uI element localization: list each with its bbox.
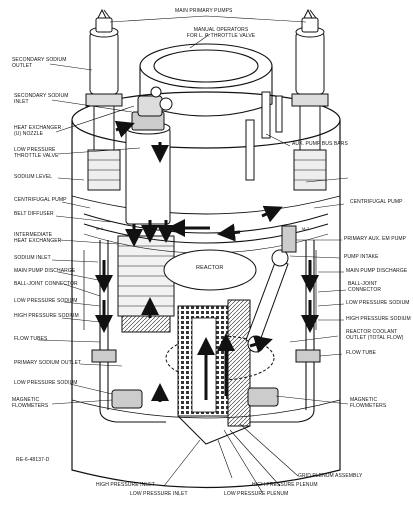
label-ball-joint-connector-right: BALL-JOINT CONNECTOR [348, 281, 382, 293]
throttle-valve-assembly [137, 86, 283, 181]
label-heat-exchanger-nozzle-line2: (U) NOZZLE [14, 130, 44, 137]
label-intermediate-heat-exchanger-line1: INTERMEDIATE [14, 232, 53, 238]
label-flow-tubes: FLOW TUBES [14, 336, 48, 342]
label-low-pressure-plenum: LOW PRESSURE PLENUM [224, 491, 289, 497]
main-primary-pump-m2 [291, 8, 329, 191]
label-pump-m1: M-1 [96, 226, 104, 231]
label-sodium-level: SODIUM LEVEL [14, 174, 53, 180]
label-low-pressure-sodium-right: LOW PRESSURE SODIUM [346, 300, 410, 306]
label-belt-diffuser: BELT DIFFUSER [14, 211, 54, 217]
label-main-primary-pumps: MAIN PRIMARY PUMPS [175, 8, 233, 14]
label-reactor-coolant-outlet-line1: REACTOR COOLANT [346, 329, 398, 335]
main-primary-pump-m1 [85, 8, 123, 191]
label-intermediate-heat-exchanger: INTERMEDIATE HEAT EXCHANGER [14, 232, 62, 244]
leader-lines [37, 15, 349, 493]
label-low-pressure-throttle-valve-line2: THROTTLE VALVE [14, 152, 59, 159]
label-low-pressure-sodium-left: LOW PRESSURE SODIUM [14, 298, 78, 304]
label-primary-aux-em-pump: PRIMARY AUX. EM PUMP [344, 236, 407, 242]
label-flow-tube: FLOW TUBE [346, 350, 376, 356]
label-manual-operators-line1: MANUAL OPERATORS [193, 27, 249, 33]
label-low-pressure-throttle-valve-line1: LOW PRESSURE [14, 147, 56, 153]
label-heat-exchanger-nozzle-line1: HEAT EXCHANGER [14, 125, 62, 131]
label-manual-operators-line2: FOR L. P. THROTTLE VALVE [186, 32, 256, 39]
label-secondary-sodium-outlet-line1: SECONDARY SODIUM [12, 57, 67, 63]
label-high-pressure-inlet: HIGH PRESSURE INLET [96, 482, 155, 488]
label-secondary-sodium-outlet: SECONDARY SODIUM OUTLET [12, 57, 67, 69]
label-aux-pump-bus-bars: AUX. PUMP BUS BARS [292, 141, 348, 147]
label-grid-plenum-assembly: GRID PLENUM ASSEMBLY [298, 473, 363, 479]
label-secondary-sodium-inlet-line1: SECONDARY SODIUM [14, 93, 69, 99]
label-secondary-sodium-inlet-line2: INLET [14, 98, 29, 105]
label-secondary-sodium-inlet: SECONDARY SODIUM INLET [14, 93, 69, 105]
flow-arrows [95, 120, 319, 402]
label-pump-intake: PUMP INTAKE [344, 254, 379, 260]
label-ball-joint-connector-right-line1: BALL-JOINT [348, 281, 378, 287]
ball-joint-connector [245, 225, 297, 353]
label-magnetic-flowmeters-right: MAGNETIC FLOWMETERS [350, 397, 387, 409]
label-ball-joint-connector-right-line2: CONNECTOR [348, 286, 382, 293]
label-primary-sodium-outlet: PRIMARY SODIUM OUTLET [14, 360, 82, 366]
label-low-pressure-inlet: LOW PRESSURE INLET [130, 491, 188, 497]
label-centrifugal-pump-left: CENTRIFUGAL PUMP [14, 197, 67, 203]
label-reactor-coolant-outlet-line2: OUTLET (TOTAL FLOW) [346, 334, 404, 341]
label-ball-joint-connector-left: BALL-JOINT CONNECTOR [14, 281, 78, 287]
label-low-pressure-throttle-valve: LOW PRESSURE THROTTLE VALVE [14, 147, 59, 159]
label-high-pressure-sodium-right: HIGH PRESSURE SODIUM [346, 316, 411, 322]
label-pump-m2: M-2 [302, 226, 310, 231]
label-reactor: REACTOR [196, 265, 224, 271]
label-magnetic-flowmeters-right-line1: MAGNETIC [350, 397, 378, 403]
label-low-pressure-sodium-left2: LOW PRESSURE SODIUM [14, 380, 78, 386]
label-reactor-coolant-outlet: REACTOR COOLANT OUTLET (TOTAL FLOW) [346, 329, 404, 341]
magnetic-flowmeters [91, 349, 321, 409]
label-manual-operators: MANUAL OPERATORS FOR L. P. THROTTLE VALV… [180, 27, 262, 39]
label-high-pressure-plenum: HIGH PRESSURE PLENUM [252, 482, 318, 488]
label-drawing-number: RE-6-48137-D [16, 457, 50, 463]
label-magnetic-flowmeters-right-line2: FLOWMETERS [350, 402, 387, 409]
grid-plenum-assembly [177, 299, 251, 445]
label-centrifugal-pump-right: CENTRIFUGAL PUMP [350, 199, 403, 205]
label-magnetic-flowmeters-left-line2: FLOWMETERS [12, 402, 49, 409]
label-main-pump-discharge-right: MAIN PUMP DISCHARGE [346, 268, 408, 274]
label-heat-exchanger-nozzle: HEAT EXCHANGER (U) NOZZLE [14, 125, 62, 137]
label-secondary-sodium-outlet-line2: OUTLET [12, 62, 33, 69]
label-magnetic-flowmeters-left-line1: MAGNETIC [12, 397, 40, 403]
label-sodium-inlet: SODIUM INLET [14, 255, 51, 261]
label-high-pressure-sodium-left: HIGH PRESSURE SODIUM [14, 313, 79, 319]
label-intermediate-heat-exchanger-line2: HEAT EXCHANGER [14, 237, 62, 244]
label-main-pump-discharge-left: MAIN PUMP DISCHARGE [14, 268, 76, 274]
label-magnetic-flowmeters-left: MAGNETIC FLOWMETERS [12, 397, 49, 409]
